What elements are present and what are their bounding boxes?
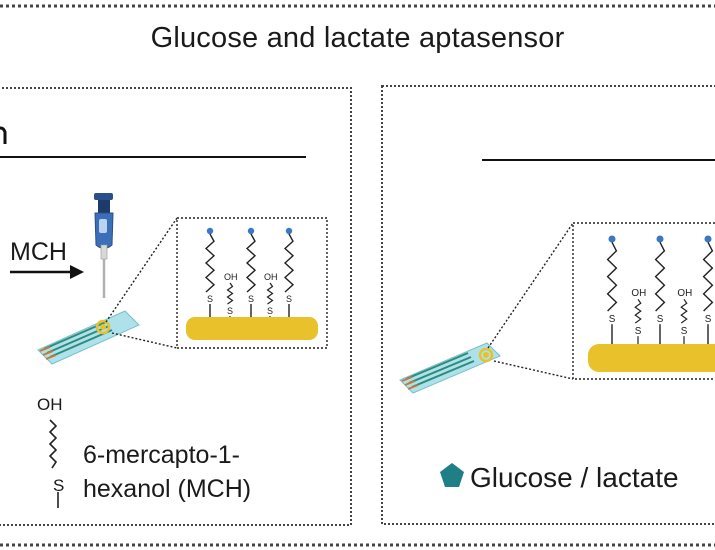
legend-label: Glucose / lactate xyxy=(470,462,679,493)
figure-title: Glucose and lactate aptasensor xyxy=(150,22,565,54)
chemical-oh-label: OH xyxy=(37,395,63,414)
sensor-strip-icon xyxy=(399,342,501,394)
sulfur-label: S xyxy=(267,306,273,316)
hydroxyl-label: OH xyxy=(224,272,238,282)
sensor-strip-icon xyxy=(37,310,140,365)
aptamer-strand: S xyxy=(702,235,714,344)
gold-electrode xyxy=(186,317,318,340)
sulfur-label: S xyxy=(635,326,642,337)
hydroxyl-label: OH xyxy=(264,272,278,282)
gold-electrode xyxy=(588,344,715,372)
chemical-name: 6-mercapto-1- hexanol (MCH) xyxy=(83,438,251,506)
aptamer-strand: S xyxy=(245,227,257,317)
mch-spacer: OH S xyxy=(264,272,278,317)
chemical-name-line2: hexanol (MCH) xyxy=(83,475,252,503)
aptamer-group: S S S OH S OH S xyxy=(204,227,295,317)
left-panel-frame xyxy=(0,87,352,526)
mch-step-label: MCH xyxy=(10,238,67,266)
sulfur-label: S xyxy=(657,314,664,325)
sulfur-label: S xyxy=(227,306,233,316)
sulfur-label: S xyxy=(207,294,213,304)
hydroxyl-label: OH xyxy=(677,288,692,299)
pipette-icon xyxy=(94,193,114,298)
aptamer-strand: S xyxy=(204,227,216,317)
sulfur-label: S xyxy=(609,314,616,325)
mch-structure xyxy=(48,419,59,508)
chemical-s-label: S xyxy=(53,476,65,495)
chemical-name-line1: 6-mercapto-1- xyxy=(83,441,240,469)
mch-spacer: OH S xyxy=(677,288,692,344)
zoom-line xyxy=(111,332,178,349)
aptamer-strand: S xyxy=(654,235,666,344)
aptamer-strand: S xyxy=(606,235,618,344)
left-panel-heading-fragment xyxy=(0,126,7,144)
hydroxyl-label: OH xyxy=(631,288,646,299)
sulfur-label: S xyxy=(681,326,688,337)
zoom-line xyxy=(487,222,574,349)
mch-spacer: OH S xyxy=(224,272,238,317)
sulfur-label: S xyxy=(248,294,254,304)
aptamer-strand: S xyxy=(283,227,295,317)
pentagon-marker-icon xyxy=(440,463,464,487)
right-panel-frame xyxy=(381,85,715,525)
sulfur-label: S xyxy=(286,294,292,304)
mch-spacer: OH S xyxy=(631,288,646,344)
aptamer-group: S S S OH S OH S xyxy=(606,235,714,344)
arrow-right-icon xyxy=(10,265,84,279)
zoom-line xyxy=(105,217,178,323)
sulfur-label: S xyxy=(705,314,712,325)
zoom-line xyxy=(493,360,574,380)
